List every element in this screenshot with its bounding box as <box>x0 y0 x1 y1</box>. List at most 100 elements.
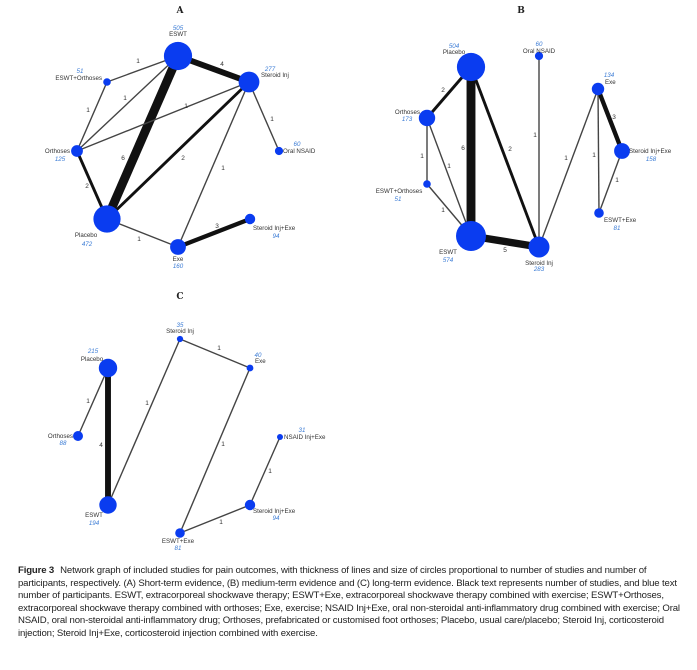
edge-study-count: 1 <box>268 468 272 475</box>
node-orthoses <box>71 145 83 157</box>
panel-title-b: B <box>517 6 525 16</box>
node-participant-count: 81 <box>614 225 621 232</box>
edge-study-count: 2 <box>181 155 185 162</box>
edge-study-count: 1 <box>447 163 451 170</box>
node-steroidinjexe <box>614 143 630 159</box>
node-label: Oral NSAID <box>283 148 316 155</box>
node-label: Steroid Inj+Exe <box>253 225 296 232</box>
node-nsaidinjexe <box>277 434 283 440</box>
edge-study-count: 1 <box>420 153 424 160</box>
node-label: ESWT <box>169 31 187 38</box>
node-label: Placebo <box>443 49 466 56</box>
node-label: ESWT+Orthoses <box>55 75 102 82</box>
edge-eswt-placebo <box>102 54 183 221</box>
node-label: Steroid Inj <box>166 328 194 335</box>
node-label: Steroid Inj+Exe <box>629 148 672 155</box>
edge-study-count: 5 <box>503 247 507 254</box>
edge-steroidinj-exe <box>179 338 251 369</box>
node-placebo <box>93 205 121 233</box>
node-participant-count: 173 <box>402 116 413 123</box>
node-label: Placebo <box>81 356 104 363</box>
edge-steroidinj-placebo <box>105 80 251 221</box>
node-label: Placebo <box>75 232 98 239</box>
edge-orthoses-eswt <box>426 117 472 237</box>
edge-exe-steroidinjexe <box>177 216 251 250</box>
node-participant-count: 125 <box>55 156 66 163</box>
node-orthoses <box>418 109 436 127</box>
node-exe <box>591 82 605 96</box>
caption-text: Network graph of included studies for pa… <box>18 565 680 639</box>
node-participant-count: 94 <box>273 515 280 522</box>
edge-steroidinj-orthoses <box>76 81 250 152</box>
node-label: ESWT+Exe <box>162 538 195 545</box>
edge-study-count: 2 <box>441 87 445 94</box>
edge-steroidinj-exe <box>177 81 250 248</box>
node-participant-count: 60 <box>294 141 301 148</box>
edge-study-count: 1 <box>564 155 568 162</box>
node-participant-count: 574 <box>443 257 454 264</box>
node-participant-count: 60 <box>536 41 543 48</box>
node-label: Exe <box>605 79 616 86</box>
edge-study-count: 1 <box>123 95 127 102</box>
node-label: Steroid Inj+Exe <box>253 508 296 515</box>
panel-title-c: C <box>176 292 183 302</box>
node-participant-count: 51 <box>77 68 84 75</box>
edge-study-count: 1 <box>615 177 619 184</box>
edge-exe-steroidinj <box>538 88 599 248</box>
node-eswt <box>163 41 193 71</box>
node-eswtexe <box>594 208 604 218</box>
node-label: Orthoses <box>48 433 73 440</box>
node-eswt <box>99 496 117 514</box>
node-exe <box>170 239 186 255</box>
node-participant-count: 94 <box>273 233 280 240</box>
node-orthoses <box>73 431 83 441</box>
edge-steroidinjexe-nsaidinjexe <box>249 436 281 506</box>
node-oralnsaid <box>274 146 284 156</box>
edge-study-count: 4 <box>220 61 224 68</box>
edge-study-count: 1 <box>221 441 225 448</box>
edge-placebo-orthoses <box>77 367 109 437</box>
node-participant-count: 194 <box>89 520 100 527</box>
node-participant-count: 505 <box>173 25 184 32</box>
edge-steroidinj-oralnsaid <box>248 81 280 152</box>
node-steroidinj <box>238 71 260 93</box>
node-label: Orthoses <box>45 148 70 155</box>
edge-study-count: 2 <box>508 146 512 153</box>
node-participant-count: 504 <box>449 43 460 50</box>
node-eswtorthoses <box>423 180 431 188</box>
nodes-c: Steroid Inj35Placebo215Exe40Orthoses88NS… <box>48 322 326 552</box>
edge-study-count: 1 <box>441 207 445 214</box>
node-placebo <box>98 358 118 378</box>
figure-label: Figure 3 <box>18 565 55 576</box>
edges-c <box>77 338 281 534</box>
edge-study-count: 3 <box>612 114 616 121</box>
node-participant-count: 277 <box>264 66 276 73</box>
edge-eswt-orthoses <box>76 55 179 152</box>
edge-study-count: 3 <box>215 223 219 230</box>
node-label: ESWT+Orthoses <box>376 188 423 195</box>
node-label: ESWT <box>85 512 103 519</box>
edge-study-count: 1 <box>592 152 596 159</box>
node-participant-count: 31 <box>299 427 306 434</box>
node-participant-count: 134 <box>604 72 615 79</box>
edge-exe-eswtexe <box>179 367 251 534</box>
edge-study-count: 1 <box>221 165 225 172</box>
edge-eswtorthoses-orthoses <box>76 81 108 152</box>
node-participant-count: 158 <box>646 156 657 163</box>
edge-study-count: 1 <box>184 103 188 110</box>
node-participant-count: 40 <box>255 352 262 359</box>
node-participant-count: 283 <box>533 266 545 273</box>
edge-exe-steroidinjexe <box>595 88 625 152</box>
node-participant-count: 35 <box>177 322 184 329</box>
edge-study-count: 1 <box>136 58 140 65</box>
node-participant-count: 51 <box>395 196 402 203</box>
